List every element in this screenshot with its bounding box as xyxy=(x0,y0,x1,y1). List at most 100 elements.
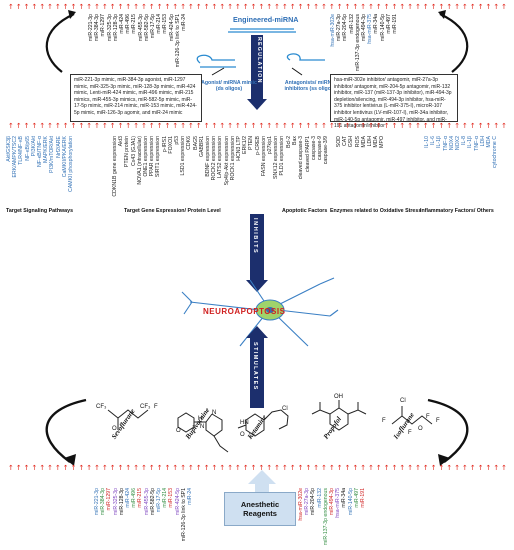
up-arrow-icon: ↑ xyxy=(70,3,77,11)
up-arrow-icon: ↑ xyxy=(485,3,492,11)
up-arrow-icon: ↑ xyxy=(235,3,241,11)
up-arrow-icon: ↑ xyxy=(78,464,85,472)
up-arrow-icon: ↑ xyxy=(125,464,132,472)
up-arrow-icon: ↑ xyxy=(352,3,359,11)
neuron-illustration xyxy=(181,277,339,347)
atom-label: O xyxy=(240,432,245,438)
mirna-label: miR-140-5p xyxy=(379,14,386,42)
up-arrow-icon: ↑ xyxy=(462,122,468,130)
up-arrow-row-middle: ↑↑↑↑↑↑↑↑↑↑↑↑↑↑↑↑↑↑↑↑↑↑↑↑↑↑↑↑↑↑↑↑↑↑↑↑↑↑↑↑… xyxy=(8,122,508,130)
category-item: PTEN xyxy=(248,136,255,150)
mirna-label: miR-153 xyxy=(162,14,169,34)
regulation-label: REGULATION xyxy=(256,37,262,84)
reagents-stem xyxy=(255,484,269,492)
mirna-label: miR-455-3p xyxy=(143,488,150,516)
atom-label: OH xyxy=(334,394,343,400)
atom-label: N xyxy=(200,424,205,430)
up-arrow-icon: ↑ xyxy=(289,3,296,11)
agonist-duplex-icon xyxy=(196,54,236,68)
category-item: BAG5 xyxy=(192,136,199,150)
up-arrow-icon: ↑ xyxy=(250,122,257,130)
up-arrow-icon: ↑ xyxy=(289,464,296,472)
up-arrow-icon: ↑ xyxy=(321,122,327,130)
category-item: IL-1β xyxy=(467,136,474,148)
up-arrow-icon: ↑ xyxy=(422,122,429,130)
up-arrow-icon: ↑ xyxy=(101,122,108,130)
up-arrow-icon: ↑ xyxy=(438,3,445,11)
up-arrow-icon: ↑ xyxy=(485,122,492,130)
up-arrow-icon: ↑ xyxy=(31,122,38,130)
up-arrow-icon: ↑ xyxy=(133,464,140,472)
up-arrow-icon: ↑ xyxy=(399,122,406,130)
up-arrow-icon: ↑ xyxy=(297,464,304,472)
up-arrow-icon: ↑ xyxy=(477,464,484,472)
up-arrow-icon: ↑ xyxy=(501,464,508,472)
up-arrow-icon: ↑ xyxy=(70,464,77,472)
mirna-label: miR-24 xyxy=(181,14,188,31)
up-arrow-row-top: ↑↑↑↑↑↑↑↑↑↑↑↑↑↑↑↑↑↑↑↑↑↑↑↑↑↑↑↑↑↑↑↑↑↑↑↑↑↑↑↑… xyxy=(8,3,508,11)
category-item: PI3K/mTOR/Akt xyxy=(49,136,56,173)
anesthetic-reagents-box: Anesthetic Reagents xyxy=(224,492,296,526)
atom-label: O xyxy=(112,426,117,432)
mirna-label: miR-191 xyxy=(392,14,399,34)
up-arrow-icon: ↑ xyxy=(203,464,210,472)
up-arrow-icon: ↑ xyxy=(430,464,437,472)
up-arrow-icon: ↑ xyxy=(8,122,14,130)
up-arrow-icon: ↑ xyxy=(383,3,390,11)
inflammatory-factors-title: Inflammatory Factors/ Others xyxy=(420,208,494,214)
up-arrow-icon: ↑ xyxy=(156,122,163,130)
up-arrow-icon: ↑ xyxy=(109,122,116,130)
up-arrow-icon: ↑ xyxy=(47,3,54,11)
up-arrow-icon: ↑ xyxy=(235,464,241,472)
up-arrow-icon: ↑ xyxy=(188,3,194,11)
gene-expression-title: Target Gene Expression/ Protein Level xyxy=(124,208,221,214)
up-arrow-icon: ↑ xyxy=(31,3,38,11)
category-item: PTEN protein xyxy=(124,136,131,168)
up-arrow-icon: ↑ xyxy=(101,464,108,472)
up-arrow-icon: ↑ xyxy=(86,464,93,472)
up-arrow-icon: ↑ xyxy=(39,122,46,130)
up-arrow-icon: ↑ xyxy=(368,122,374,130)
category-item: NF-κB/p65 xyxy=(24,136,31,161)
up-arrow-icon: ↑ xyxy=(336,464,343,472)
up-arrow-icon: ↑ xyxy=(188,464,194,472)
mirna-label: miR-215 xyxy=(137,488,144,508)
up-arrow-icon: ↑ xyxy=(375,3,382,11)
bottom-right-curved-arrow xyxy=(427,398,469,463)
up-arrow-icon: ↑ xyxy=(344,122,351,130)
up-arrow-icon: ↑ xyxy=(141,3,147,11)
up-arrow-icon: ↑ xyxy=(297,122,304,130)
up-arrow-icon: ↑ xyxy=(391,122,398,130)
up-arrow-icon: ↑ xyxy=(15,122,22,130)
up-arrow-icon: ↑ xyxy=(23,464,30,472)
atom-label: H xyxy=(198,416,203,422)
up-arrow-icon: ↑ xyxy=(242,122,249,130)
up-arrow-icon: ↑ xyxy=(15,3,22,11)
up-arrow-icon: ↑ xyxy=(172,3,179,11)
up-arrow-icon: ↑ xyxy=(101,3,108,11)
category-item: Sp4/p-Akt expression xyxy=(223,136,230,186)
up-arrow-icon: ↑ xyxy=(117,122,124,130)
up-arrow-icon: ↑ xyxy=(203,122,210,130)
category-item: GSH xyxy=(348,136,355,148)
mirna-label: miR-191 xyxy=(360,488,367,508)
up-arrow-icon: ↑ xyxy=(141,464,147,472)
mirna-label: miR-325-3p xyxy=(112,488,119,516)
category-item: CAMKII phosphorylation xyxy=(68,136,75,192)
up-arrow-icon: ↑ xyxy=(54,122,61,130)
drug-structures xyxy=(45,398,469,466)
category-item: LATS2 expression xyxy=(217,136,224,179)
up-arrow-icon: ↑ xyxy=(133,3,140,11)
up-arrow-icon: ↑ xyxy=(62,122,69,130)
top-left-curved-arrow xyxy=(45,13,75,73)
atom-label: N xyxy=(212,410,217,416)
up-arrow-icon: ↑ xyxy=(328,464,335,472)
up-arrow-icon: ↑ xyxy=(352,464,359,472)
up-arrow-icon: ↑ xyxy=(399,464,406,472)
signaling-pathway-title: Target Signaling Pathways xyxy=(6,208,74,214)
up-arrow-icon: ↑ xyxy=(375,122,382,130)
mirna-label: miR-204-5p xyxy=(342,14,349,42)
up-arrow-icon: ↑ xyxy=(281,122,288,130)
up-arrow-icon: ↑ xyxy=(117,3,124,11)
